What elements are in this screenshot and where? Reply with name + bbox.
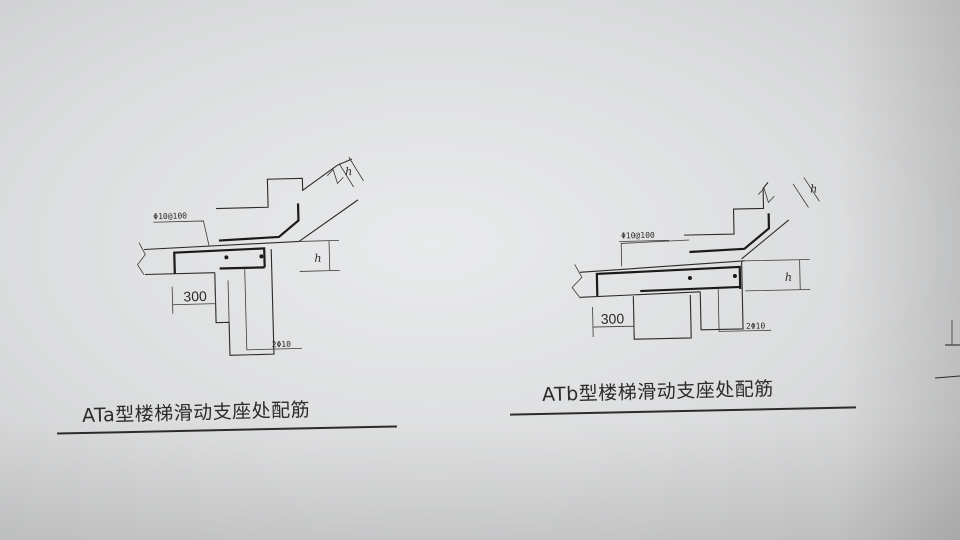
detail-a-step-outline xyxy=(216,158,353,210)
detail-b-bottom-bar: 2Φ10 xyxy=(746,321,766,330)
detail-a-rebar-main xyxy=(173,247,266,274)
detail-b-break-left xyxy=(571,264,583,299)
detail-b-rebar-main xyxy=(595,265,742,296)
detail-b-dim-300-line xyxy=(592,306,635,338)
detail-b-dim-h-side-line xyxy=(744,259,811,292)
detail-a-bar-dot-1 xyxy=(224,255,229,260)
detail-b-bottom-leader xyxy=(717,287,772,332)
detail-a-slab-edge xyxy=(298,199,359,242)
detail-b-bar-dot-2 xyxy=(732,274,737,279)
detail-a-dim-300-line xyxy=(171,285,217,314)
detail-a-bottom-leader xyxy=(244,267,302,351)
detail-a-beam xyxy=(214,249,275,356)
detail-b-drawing: Φ10@100 300 h h 2Φ10 xyxy=(571,177,820,340)
detail-a-bar-spec: Φ10@100 xyxy=(153,211,187,221)
detail-b-dim-h-top: h xyxy=(810,182,817,195)
detail-b-landing-top xyxy=(579,260,745,273)
detail-a-dim-h-top: h xyxy=(345,165,352,178)
detail-a-dim-h-side: h xyxy=(314,252,321,265)
page-shadow-right xyxy=(840,0,960,540)
detail-b-rebar-lower xyxy=(640,285,741,293)
detail-b-leader xyxy=(619,240,670,242)
detail-b-rebar-incline xyxy=(689,213,771,254)
detail-b-ledge xyxy=(620,239,690,267)
detail-a-dim-h-side-line xyxy=(299,239,340,272)
partial-detail-right-edge xyxy=(934,320,960,379)
detail-a-rebar-incline xyxy=(218,203,300,242)
detail-a-break-left xyxy=(137,242,146,275)
detail-a-leader xyxy=(153,220,210,246)
detail-a-bottom-bar: 2Φ10 xyxy=(272,340,292,350)
detail-b-landing-bottom xyxy=(580,291,701,298)
detail-a-landing-top xyxy=(144,240,300,251)
detail-b-dim-h-top-line xyxy=(792,177,820,208)
detail-b-bar-spec: Φ10@100 xyxy=(621,231,655,241)
detail-b-bar-dot-1 xyxy=(687,276,692,281)
detail-a-dim-h-top-line xyxy=(338,156,364,188)
detail-a-landing-bottom xyxy=(144,272,215,276)
detail-b-beam xyxy=(632,294,692,340)
detail-a-bar-dot-2 xyxy=(259,254,264,259)
detail-a-break-top xyxy=(327,168,344,185)
detail-a-drawing: Φ10@100 300 h h 2Φ10 xyxy=(137,156,364,356)
detail-b-slab-edge xyxy=(741,219,790,260)
detail-b-break-top xyxy=(757,187,775,204)
detail-b-dim-300: 300 xyxy=(601,310,625,326)
detail-a-rebar-lower xyxy=(219,266,265,270)
detail-b-step-outline xyxy=(684,182,769,236)
detail-b-dim-h-side: h xyxy=(785,271,792,284)
detail-a-beam-inner xyxy=(227,280,230,323)
detail-b-beam-right xyxy=(699,260,744,331)
page-shadow-bottom xyxy=(0,420,960,540)
detail-a-dim-300: 300 xyxy=(183,288,207,305)
